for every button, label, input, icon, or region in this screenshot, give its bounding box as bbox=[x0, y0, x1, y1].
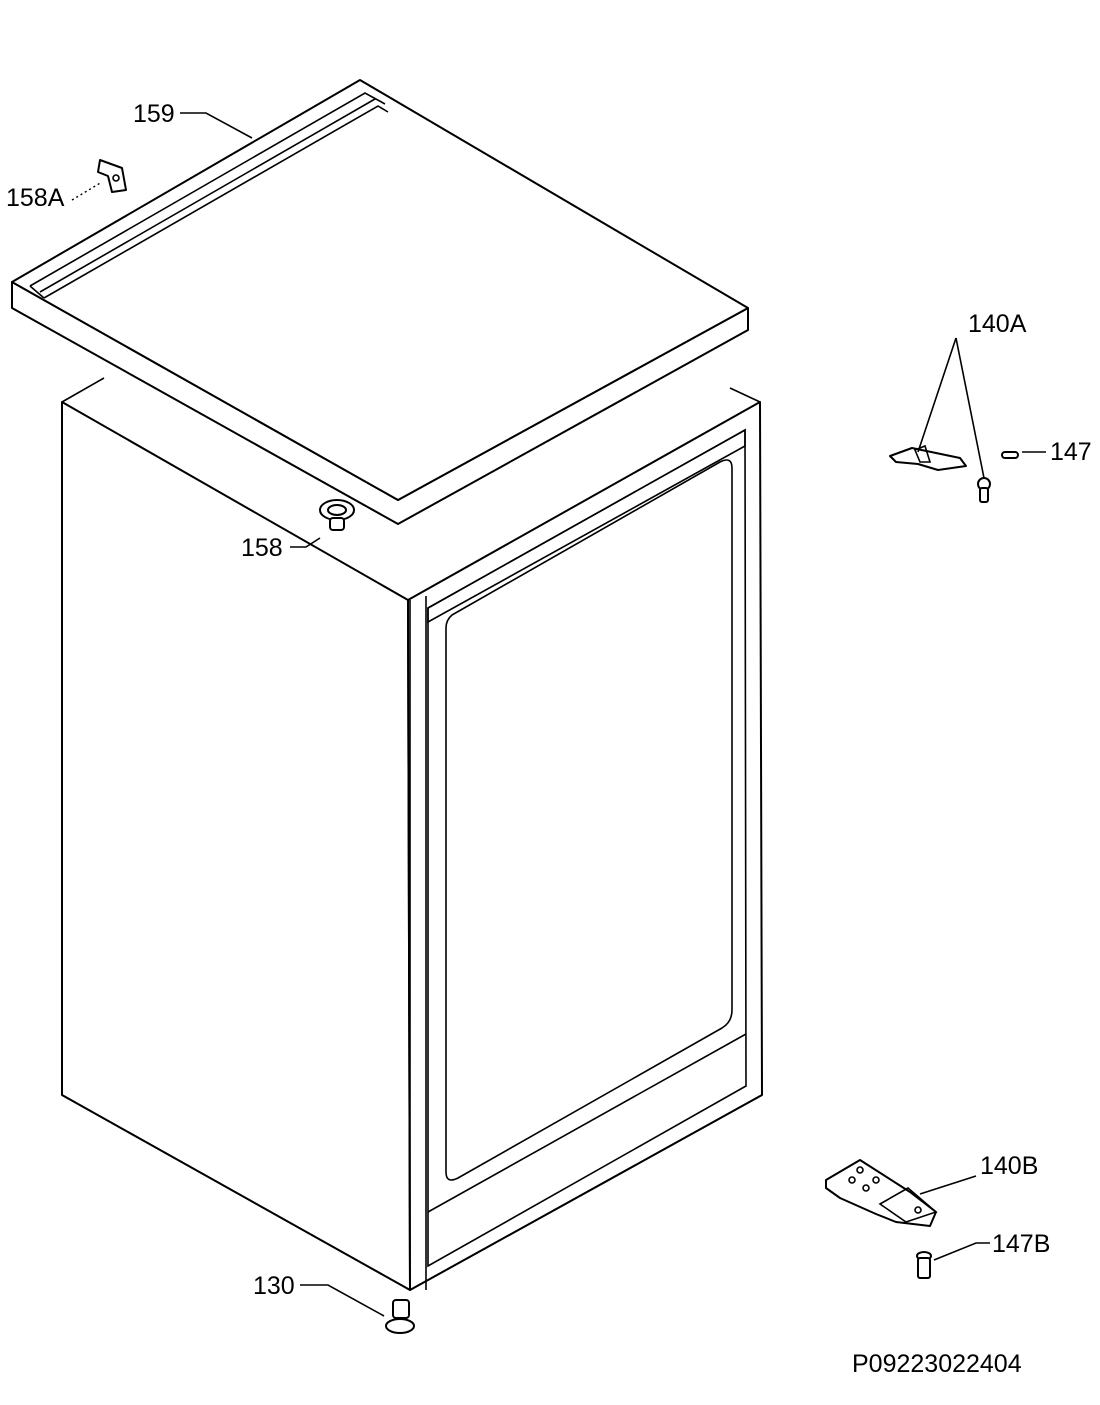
label-140A: 140A bbox=[968, 310, 1027, 338]
label-158A: 158A bbox=[6, 184, 65, 212]
cabinet-plinth-line bbox=[427, 1033, 747, 1213]
label-147B: 147B bbox=[992, 1230, 1050, 1258]
drawing-code: P09223022404 bbox=[852, 1350, 1022, 1378]
leader-159 bbox=[180, 112, 253, 139]
part-158-cap bbox=[319, 499, 355, 531]
worktop-rear-channel-4 bbox=[29, 285, 45, 299]
cabinet-top-edge bbox=[61, 377, 105, 403]
door-panel bbox=[445, 459, 733, 1181]
part-140A-hinge bbox=[889, 444, 991, 503]
cabinet-top-edge-rear bbox=[729, 387, 761, 403]
part-147B-screw bbox=[916, 1251, 932, 1279]
worktop-rear-channel-2 bbox=[39, 98, 376, 293]
label-158: 158 bbox=[241, 534, 283, 562]
part-140B-hinge bbox=[825, 1159, 938, 1227]
cabinet-left-side bbox=[61, 401, 411, 1291]
leader-158A bbox=[71, 181, 103, 201]
worktop-rear-channel-1 bbox=[29, 92, 386, 287]
worktop-rear-channel-3 bbox=[43, 105, 389, 299]
part-158A-bracket bbox=[97, 159, 127, 193]
part-130-foot bbox=[385, 1299, 415, 1334]
label-140B: 140B bbox=[980, 1152, 1038, 1180]
leader-140A-a bbox=[917, 337, 957, 453]
label-147: 147 bbox=[1050, 438, 1092, 466]
leader-147B bbox=[933, 1242, 990, 1261]
label-130: 130 bbox=[253, 1272, 295, 1300]
leader-158 bbox=[290, 537, 321, 548]
worktop-top-face bbox=[11, 79, 749, 501]
worktop-lid bbox=[11, 79, 749, 525]
leader-140A-b bbox=[955, 337, 985, 479]
cabinet-front-recess bbox=[427, 428, 746, 624]
cabinet-body bbox=[61, 377, 763, 1291]
leader-130 bbox=[300, 1284, 385, 1317]
leader-lines bbox=[71, 112, 1046, 1317]
label-159: 159 bbox=[133, 100, 175, 128]
leader-140B bbox=[919, 1175, 977, 1195]
part-147-pin bbox=[1001, 451, 1019, 459]
